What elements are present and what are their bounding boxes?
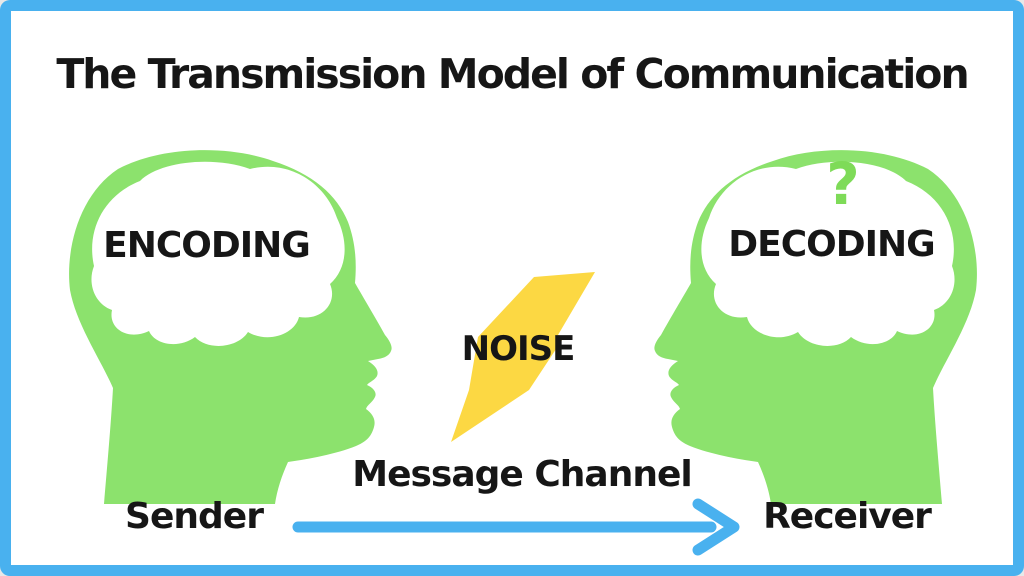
page-title: The Transmission Model of Communication (56, 50, 969, 98)
message-channel-label: Message Channel (352, 454, 692, 495)
brain-icon (701, 161, 955, 346)
sender-label: Sender (125, 496, 264, 537)
sender-head-icon (66, 148, 398, 510)
decoding-label: DECODING (728, 224, 935, 265)
receiver-head-icon (648, 148, 980, 510)
receiver-label: Receiver (763, 496, 932, 537)
brain-icon (91, 161, 345, 346)
encoding-label: ENCODING (103, 225, 311, 266)
noise-label: NOISE (461, 329, 576, 369)
question-mark: ? (826, 150, 860, 218)
message-arrow-icon (286, 496, 746, 558)
lightning-bolt-icon (446, 272, 596, 444)
